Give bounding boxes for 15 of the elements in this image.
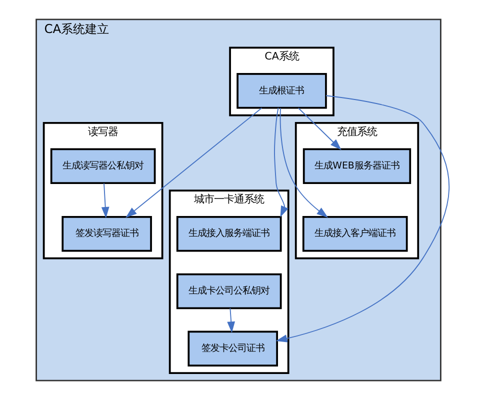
arrow [298, 108, 342, 150]
node-box: 生成接入客户端证书 [302, 216, 408, 252]
node-box: 签发卡公司证书 [188, 330, 278, 366]
node-box: 生成根证书 [236, 73, 327, 109]
node-box: 签发读写器证书 [62, 216, 152, 252]
arrow [276, 95, 450, 342]
node-box: 生成卡公司公私钥对 [176, 273, 282, 310]
node-box: 生成读写器公私钥对 [50, 148, 156, 184]
arrow [101, 182, 110, 218]
node-box: 生成接入服务端证书 [176, 216, 282, 252]
arrow [126, 108, 262, 218]
arrow [280, 108, 328, 218]
arrow [227, 308, 236, 333]
node-box: 生成WEB服务器证书 [302, 148, 412, 184]
arrow [274, 107, 288, 218]
